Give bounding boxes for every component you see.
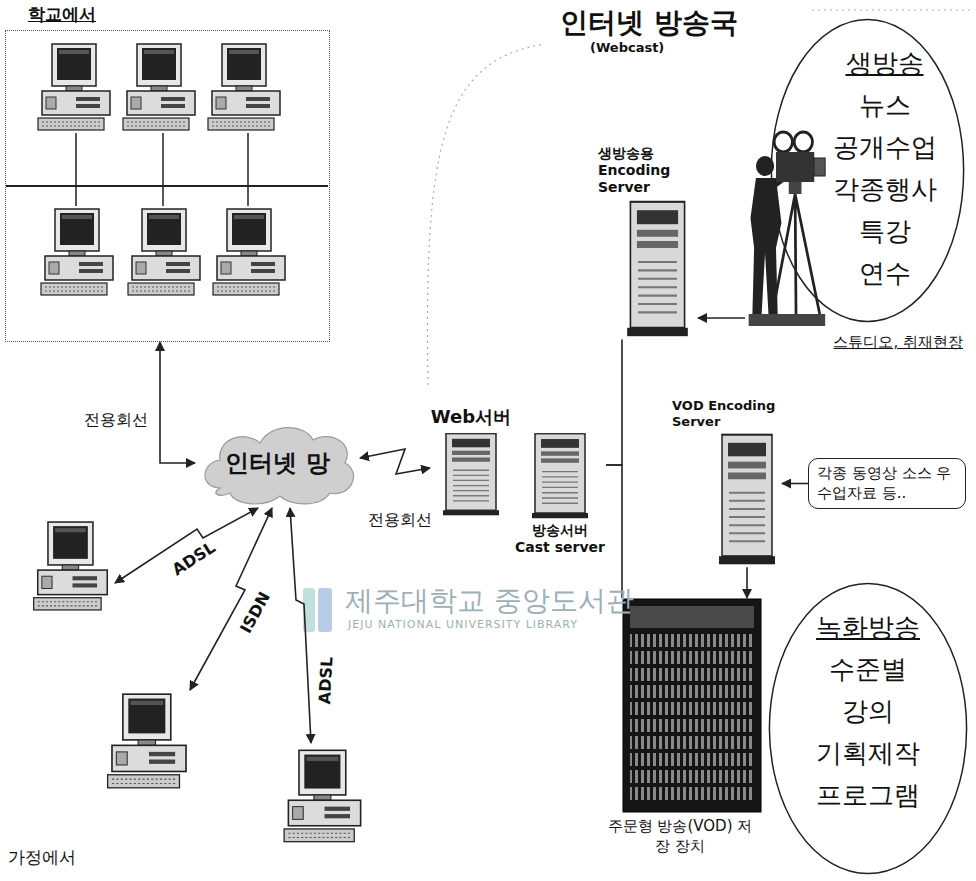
camera-figure-part [756,156,774,176]
home-link [115,508,258,583]
server-tower-part [627,202,688,336]
server-label: VOD Encoding Server [672,398,782,429]
cloud-shape-part [205,428,354,504]
home-computer [34,522,108,610]
storage-cabinet [622,598,762,813]
cloud-label: 인터넷 망 [225,447,329,479]
storage-label: 주문형 방송(VOD) 저장 장치 [605,817,755,856]
internet-cloud: 인터넷 망 [195,418,360,508]
camera-figure-part [794,132,812,152]
home-link [290,508,311,743]
source-label: 각종 동영상 소스 우수업자료 등.. [817,464,957,503]
watermark: 제주대학교 중앙도서관 [345,582,634,620]
cast-server: 방송서버 Cast server [514,432,606,556]
link-type: ADSL [166,536,219,580]
camera-figure [745,128,827,333]
group-heading: 학교에서 [28,3,96,26]
library-logo [303,588,332,632]
server-tower [717,432,777,567]
school-group: 학교에서 [5,30,330,342]
server-tower-part [443,434,499,516]
recorded-program-ellipse: 녹화방송수준별 강의 기획제작 프로그램 [768,582,968,875]
school-network-part [208,44,280,130]
ellipse-list: 수준별 강의 기획제작 프로그램 [813,648,922,816]
text-column: 녹화방송수준별 강의 기획제작 프로그램 [768,606,968,816]
source-box: 각종 동영상 소스 우수업자료 등.. [808,458,966,509]
school-network-part [123,44,195,130]
group-label: 가정에서 [8,846,76,869]
vod-encoding-server: VOD Encoding Server [672,398,782,567]
ellipse-list: 뉴스 공개수업 각종행사 특강 연수 [830,84,939,294]
server-label: 방송서버 Cast server [514,522,606,556]
connector [606,339,622,465]
ellipse-heading: 생방송 [804,42,965,84]
station-boundary [812,9,972,10]
link-type: ADSL [314,654,336,706]
line-label: 전용회선 [81,410,151,431]
school-network-part [213,209,285,295]
connector [746,567,748,598]
connector [160,342,195,463]
school-network [6,31,328,341]
school-network-part [76,133,248,206]
connector [782,483,808,485]
camera-figure-part [814,158,825,176]
link-type: ISDN [235,586,275,637]
server-tower-part [532,434,588,518]
server-label: Web서버 [430,405,512,429]
camera-label: 스튜디오, 취재현장 [745,333,967,352]
school-network-part [128,209,200,295]
school-network-part [38,44,110,130]
school-network-part [6,185,328,187]
server-tower [625,199,690,339]
line-label: 전용회선 [365,510,435,531]
camera-figure-part [789,182,802,194]
home-computer [108,694,186,788]
station-boundary [427,44,545,385]
watermark: JEJU NATIONAL UNIVERSITY LIBRARY [348,618,578,631]
camera-figure-part [774,132,792,152]
connector [360,449,430,474]
server-tower-part [719,435,775,565]
storage-cabinet-part [623,599,761,812]
server-tower [441,432,501,517]
text-column: 생방송뉴스 공개수업 각종행사 특강 연수 [804,42,965,294]
camera-figure-part [772,194,819,314]
ellipse-heading: 녹화방송 [768,606,968,648]
school-network-part [41,209,113,295]
server-label: 생방송용 Encoding Server [598,145,698,195]
connector [698,317,745,319]
camera-figure-part [776,152,814,182]
connector [606,465,622,598]
camera-figure-part [749,314,826,326]
home-computer [284,750,361,841]
live-encoding-server: 생방송용 Encoding Server [598,145,698,339]
subtitle: (Webcast) [590,40,664,55]
library-logo-part [318,588,332,632]
vod-storage: 주문형 방송(VOD) 저장 장치 [595,598,765,856]
diagram-title: 인터넷 방송국 [560,4,738,42]
web-server: Web서버 [430,405,512,517]
server-tower [530,432,590,520]
